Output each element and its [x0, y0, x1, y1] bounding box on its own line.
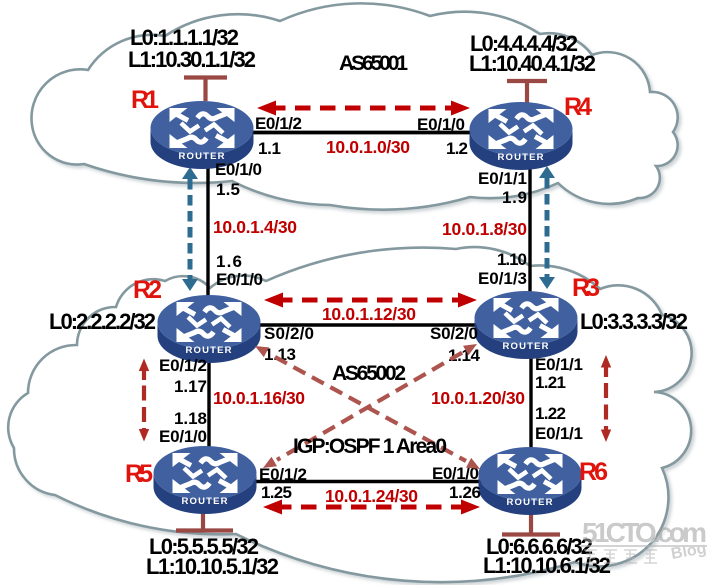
svg-text:51CTO.com: 51CTO.com [582, 517, 707, 548]
svg-text:AS65002: AS65002 [332, 362, 406, 385]
svg-text:1.10: 1.10 [497, 250, 527, 269]
svg-text:10.0.1.16/30: 10.0.1.16/30 [213, 388, 305, 408]
svg-text:L0:4.4.4.4/32: L0:4.4.4.4/32 [470, 31, 578, 56]
svg-text:E0/1/1: E0/1/1 [478, 169, 527, 188]
svg-text:S0/2/0: S0/2/0 [430, 324, 478, 343]
svg-text:R4: R4 [564, 93, 592, 121]
svg-text:1.1: 1.1 [258, 139, 281, 158]
svg-text:1.5: 1.5 [216, 180, 240, 199]
svg-text:L0:3.3.3.3/32: L0:3.3.3.3/32 [580, 309, 688, 334]
svg-text:10.0.1.20/30: 10.0.1.20/30 [431, 388, 525, 408]
svg-text:L0:2.2.2.2/32: L0:2.2.2.2/32 [49, 309, 156, 334]
svg-text:IGP:OSPF 1 Area0: IGP:OSPF 1 Area0 [293, 435, 447, 458]
svg-text:R5: R5 [125, 460, 153, 488]
svg-text:1.14: 1.14 [448, 346, 481, 365]
svg-text:E0/1/1: E0/1/1 [535, 424, 583, 443]
svg-text:E0/1/0: E0/1/0 [417, 115, 465, 134]
svg-text:E0/1/2: E0/1/2 [259, 465, 307, 484]
svg-text:S0/2/0: S0/2/0 [264, 324, 314, 343]
svg-text:R1: R1 [131, 86, 159, 114]
svg-text:L0:5.5.5.5/32: L0:5.5.5.5/32 [149, 534, 259, 559]
svg-text:1.22: 1.22 [535, 404, 566, 423]
svg-text:E0/1/1: E0/1/1 [535, 355, 583, 374]
svg-text:L1:10.10.5.1/32: L1:10.10.5.1/32 [146, 554, 279, 579]
svg-text:1.18: 1.18 [174, 409, 207, 428]
svg-text:E0/1/2: E0/1/2 [159, 356, 207, 375]
svg-text:10.0.1.8/30: 10.0.1.8/30 [442, 219, 527, 239]
svg-text:10.0.1.4/30: 10.0.1.4/30 [213, 217, 297, 237]
svg-text:E0/1/0: E0/1/0 [215, 160, 262, 179]
svg-text:1.9: 1.9 [502, 188, 527, 207]
svg-text:R6: R6 [579, 458, 608, 486]
svg-text:1.26: 1.26 [449, 483, 481, 502]
svg-text:L1:10.30.1.1/32: L1:10.30.1.1/32 [128, 47, 256, 72]
svg-text:AS65001: AS65001 [339, 52, 408, 75]
svg-text:10.0.1.0/30: 10.0.1.0/30 [326, 137, 410, 157]
svg-text:51CTO.com: 51CTO.com [583, 518, 708, 549]
svg-text:E0/1/2: E0/1/2 [255, 114, 302, 133]
svg-text:L0:1.1.1.1/32: L0:1.1.1.1/32 [130, 25, 239, 50]
svg-text:L1:10.10.6.1/32: L1:10.10.6.1/32 [483, 553, 611, 578]
svg-text:R3: R3 [572, 274, 600, 302]
svg-text:E0/1/0: E0/1/0 [159, 427, 207, 446]
svg-text:L1:10.40.4.1/32: L1:10.40.4.1/32 [469, 51, 596, 76]
svg-text:1.25: 1.25 [261, 483, 292, 502]
svg-text:E0/1/0: E0/1/0 [216, 270, 263, 289]
svg-text:E0/1/3: E0/1/3 [478, 269, 527, 288]
svg-text:10.0.1.24/30: 10.0.1.24/30 [325, 486, 418, 506]
svg-text:Blog: Blog [670, 540, 708, 563]
svg-text:1.17: 1.17 [174, 377, 207, 396]
svg-text:10.0.1.12/30: 10.0.1.12/30 [322, 304, 416, 324]
svg-text:R2: R2 [133, 276, 162, 304]
svg-text:1.6: 1.6 [216, 252, 242, 271]
svg-text:L0:6.6.6.6/32: L0:6.6.6.6/32 [486, 534, 593, 559]
svg-text:1.21: 1.21 [535, 373, 566, 392]
svg-text:1.2: 1.2 [446, 139, 468, 158]
svg-text:1.13: 1.13 [264, 345, 296, 364]
svg-text:E0/1/0: E0/1/0 [432, 464, 479, 483]
